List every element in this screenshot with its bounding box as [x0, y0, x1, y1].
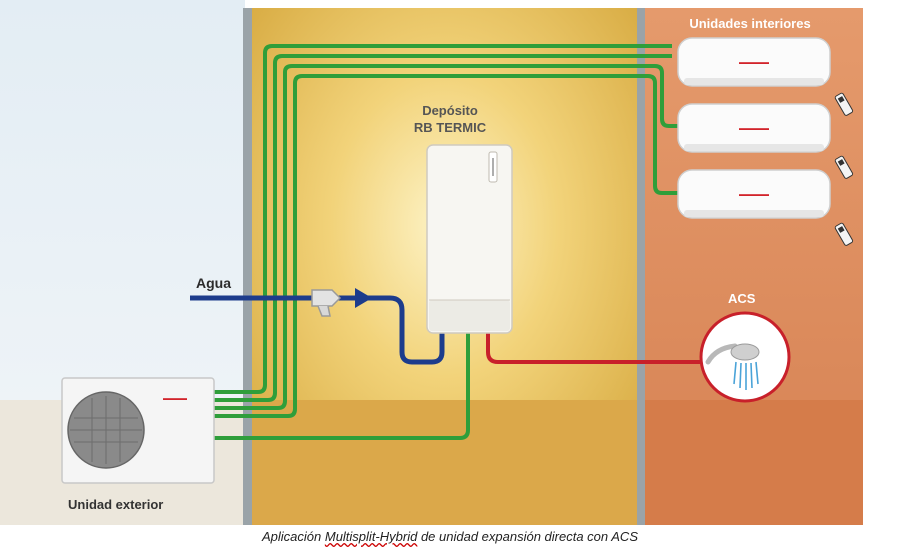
- pipe-to-tank: [210, 330, 470, 440]
- remote-control-icon: [834, 155, 854, 179]
- shower-icon: [699, 311, 791, 403]
- tank-label-line2: RB TERMIC: [413, 120, 487, 135]
- figure-caption: Aplicación Multisplit-Hybrid de unidad e…: [0, 529, 900, 544]
- wall-left: [243, 8, 252, 525]
- cold-water-pipe: [190, 295, 445, 365]
- pipe-to-indoor-2: [210, 64, 678, 410]
- caption-part2: Multisplit-Hybrid: [324, 529, 418, 544]
- water-label: Agua: [196, 275, 231, 291]
- pipe-to-indoor-3: [210, 74, 678, 418]
- wall-right: [637, 8, 645, 525]
- tank-room-floor: [252, 400, 637, 525]
- brand-logo: ▬▬▬▬▬: [739, 192, 769, 198]
- indoor-units-label: Unidades interiores: [689, 16, 811, 31]
- brand-logo: ▬▬▬▬: [163, 396, 187, 402]
- dhw-label: ACS: [728, 291, 756, 306]
- brand-logo: ▬▬▬▬▬: [739, 126, 769, 132]
- caption-part3: de unidad expansión directa con ACS: [417, 529, 638, 544]
- refrigerant-pipes: [210, 44, 678, 440]
- water-flow-arrow: [355, 288, 372, 308]
- indoor-unit-3: ▬▬▬▬▬: [677, 169, 831, 219]
- caption-part1: Aplicación: [261, 529, 325, 544]
- pipe-to-indoor-1: [210, 44, 672, 394]
- pipe-to-indoor-1-return: [210, 54, 672, 402]
- water-tank: [426, 144, 513, 334]
- tank-label-line1: Depósito: [422, 103, 478, 118]
- brand-logo: ▬▬▬▬▬: [739, 60, 769, 66]
- remote-control-icon: [834, 222, 854, 246]
- hot-water-pipe: [486, 330, 710, 364]
- remote-control-icon: [834, 92, 854, 116]
- water-filter-icon: [311, 289, 342, 317]
- tank-label: Depósito RB TERMIC: [395, 102, 505, 136]
- indoor-unit-2: ▬▬▬▬▬: [677, 103, 831, 153]
- outdoor-unit-label: Unidad exterior: [68, 497, 164, 512]
- indoor-unit-1: ▬▬▬▬▬: [677, 37, 831, 87]
- outdoor-unit: ▬▬▬▬: [61, 377, 215, 484]
- indoor-room-floor: [645, 400, 863, 525]
